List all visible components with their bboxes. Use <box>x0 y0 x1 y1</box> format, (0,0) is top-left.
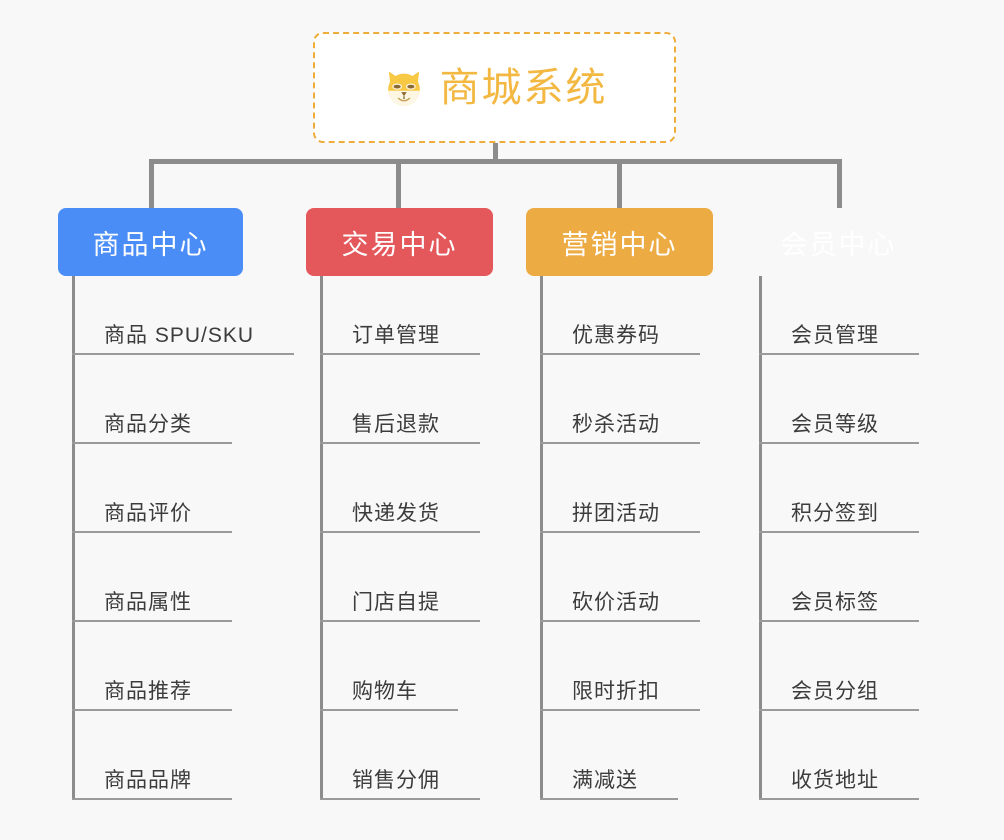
leaf-underline <box>72 798 232 800</box>
category-box-4[interactable]: 会员中心 <box>745 208 932 276</box>
leaf-underline <box>320 531 480 533</box>
branch-trunk-1 <box>72 276 75 800</box>
drop-line-4 <box>837 159 842 208</box>
leaf-label: 商品分类 <box>104 413 192 436</box>
drop-line-2 <box>396 159 401 208</box>
leaf-underline <box>320 798 480 800</box>
leaf-label: 收货地址 <box>791 769 879 792</box>
leaf-label: 商品品牌 <box>104 769 192 792</box>
branch-trunk-2 <box>320 276 323 800</box>
drop-line-1 <box>149 159 154 208</box>
category-box-1[interactable]: 商品中心 <box>58 208 243 276</box>
leaf-underline <box>759 531 919 533</box>
leaf-underline <box>72 353 294 355</box>
leaf-underline <box>540 709 700 711</box>
leaf-label: 会员标签 <box>791 591 879 614</box>
leaf-underline <box>540 531 700 533</box>
leaf-underline <box>759 353 919 355</box>
leaf-label: 砍价活动 <box>572 591 660 614</box>
leaf-label: 优惠券码 <box>572 324 660 347</box>
leaf-label: 商品属性 <box>104 591 192 614</box>
leaf-label: 会员分组 <box>791 680 879 703</box>
leaf-label: 限时折扣 <box>572 680 660 703</box>
leaf-underline <box>72 709 232 711</box>
leaf-label: 快递发货 <box>352 502 440 525</box>
category-label: 会员中心 <box>780 229 897 260</box>
drop-line-3 <box>617 159 622 208</box>
leaf-label: 商品评价 <box>104 502 192 525</box>
leaf-underline <box>759 798 919 800</box>
leaf-label: 积分签到 <box>791 502 879 525</box>
category-box-2[interactable]: 交易中心 <box>306 208 493 276</box>
category-label: 交易中心 <box>341 229 458 260</box>
root-stem-line <box>493 143 498 163</box>
leaf-underline <box>540 353 700 355</box>
category-label: 商品中心 <box>92 229 209 260</box>
branch-trunk-4 <box>759 276 762 800</box>
leaf-underline <box>540 442 700 444</box>
leaf-label: 售后退款 <box>352 413 440 436</box>
leaf-label: 商品 SPU/SKU <box>104 324 255 347</box>
root-title: 商城系统 <box>439 65 608 110</box>
leaf-underline <box>72 531 232 533</box>
leaf-underline <box>759 709 919 711</box>
leaf-label: 门店自提 <box>352 591 440 614</box>
shiba-dog-face-icon <box>382 66 426 110</box>
leaf-underline <box>759 620 919 622</box>
leaf-underline <box>72 620 232 622</box>
leaf-label: 拼团活动 <box>572 502 660 525</box>
leaf-label: 会员等级 <box>791 413 879 436</box>
root-node[interactable]: 商城系统 <box>313 32 676 143</box>
bus-line <box>149 159 842 164</box>
leaf-underline <box>320 442 480 444</box>
leaf-underline <box>540 620 700 622</box>
branch-trunk-3 <box>540 276 543 800</box>
leaf-underline <box>72 442 232 444</box>
category-label: 营销中心 <box>561 229 678 260</box>
leaf-underline <box>759 442 919 444</box>
leaf-label: 秒杀活动 <box>572 413 660 436</box>
leaf-label: 销售分佣 <box>352 769 440 792</box>
leaf-underline <box>320 620 480 622</box>
leaf-underline <box>320 709 458 711</box>
leaf-underline <box>320 353 480 355</box>
leaf-label: 购物车 <box>352 680 418 703</box>
leaf-underline <box>540 798 678 800</box>
leaf-label: 订单管理 <box>352 324 440 347</box>
leaf-label: 会员管理 <box>791 324 879 347</box>
leaf-label: 满减送 <box>572 769 638 792</box>
leaf-label: 商品推荐 <box>104 680 192 703</box>
category-box-3[interactable]: 营销中心 <box>526 208 713 276</box>
